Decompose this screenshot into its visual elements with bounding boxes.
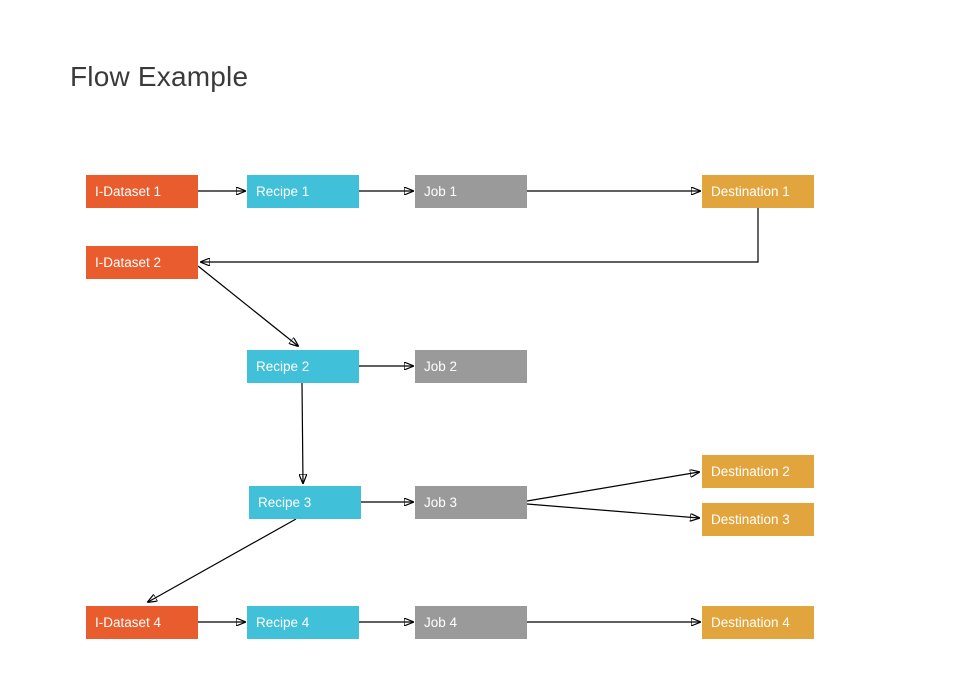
- node-label: Recipe 3: [258, 494, 312, 510]
- node-label: Recipe 4: [256, 614, 310, 630]
- node-destination-4[interactable]: Destination 4: [702, 606, 814, 639]
- node-job-1[interactable]: Job 1: [415, 175, 527, 208]
- node-label: I-Dataset 2: [95, 254, 162, 270]
- node-label: Destination 4: [711, 614, 790, 630]
- connector-idataset2-recipe2: [197, 265, 298, 346]
- node-label: I-Dataset 1: [95, 183, 162, 199]
- node-destination-1[interactable]: Destination 1: [702, 175, 814, 208]
- node-i-dataset-2[interactable]: I-Dataset 2: [86, 246, 198, 279]
- connector-destination1-idataset2: [201, 208, 759, 262]
- node-label: Job 3: [424, 494, 458, 510]
- node-i-dataset-1[interactable]: I-Dataset 1: [86, 175, 198, 208]
- node-recipe-1[interactable]: Recipe 1: [247, 175, 359, 208]
- connector-recipe2-recipe3: [302, 382, 303, 483]
- node-recipe-2[interactable]: Recipe 2: [247, 350, 359, 383]
- node-i-dataset-4[interactable]: I-Dataset 4: [86, 606, 198, 639]
- node-job-3[interactable]: Job 3: [415, 486, 527, 519]
- node-destination-2[interactable]: Destination 2: [702, 455, 814, 488]
- page-title: Flow Example: [70, 61, 249, 92]
- node-label: I-Dataset 4: [95, 614, 162, 630]
- node-recipe-3[interactable]: Recipe 3: [249, 486, 361, 519]
- node-job-2[interactable]: Job 2: [415, 350, 527, 383]
- node-label: Recipe 1: [256, 183, 310, 199]
- connector-job3-destination3: [526, 503, 699, 518]
- node-job-4[interactable]: Job 4: [415, 606, 527, 639]
- node-label: Job 4: [424, 614, 458, 630]
- node-label: Recipe 2: [256, 358, 310, 374]
- node-destination-3[interactable]: Destination 3: [702, 503, 814, 536]
- node-recipe-4[interactable]: Recipe 4: [247, 606, 359, 639]
- node-label: Destination 3: [711, 511, 790, 527]
- node-label: Destination 1: [711, 183, 790, 199]
- connector-recipe3-idataset4: [148, 518, 297, 602]
- connector-job3-destination2: [526, 472, 699, 502]
- node-label: Job 2: [424, 358, 458, 374]
- node-label: Destination 2: [711, 463, 790, 479]
- node-label: Job 1: [424, 183, 458, 199]
